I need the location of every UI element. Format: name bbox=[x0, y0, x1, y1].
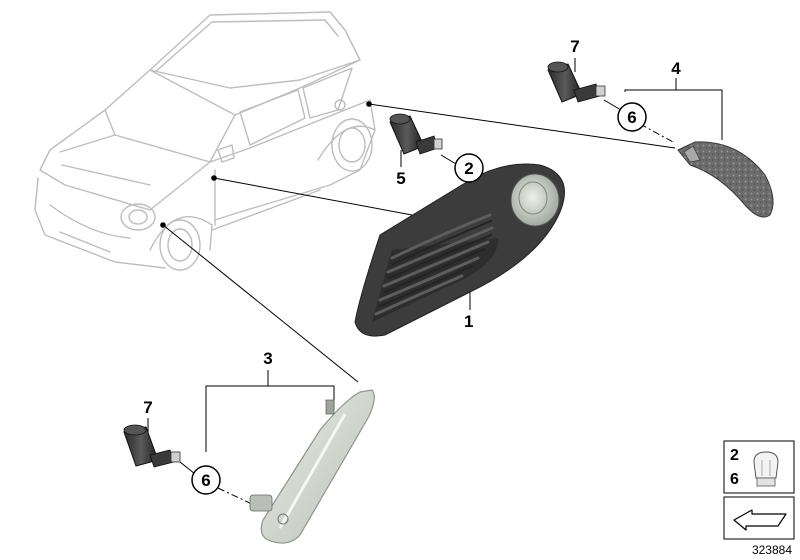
reference-number: 323884 bbox=[752, 543, 792, 557]
bulb-socket-bottom bbox=[123, 424, 181, 468]
wedge-bulb-icon bbox=[753, 451, 779, 487]
attach-dot-rear bbox=[366, 101, 372, 107]
callout-6-top: 6 bbox=[627, 108, 636, 127]
bulb-socket-top bbox=[547, 61, 606, 103]
attach-dot-side bbox=[211, 175, 217, 181]
side-indicator-housing bbox=[354, 163, 565, 337]
legend-label-a: 2 bbox=[730, 447, 739, 464]
callout-1: 1 bbox=[464, 312, 473, 331]
callout-7-top: 7 bbox=[570, 37, 579, 56]
leader-lines bbox=[147, 58, 723, 507]
callout-7-bottom: 7 bbox=[143, 398, 152, 417]
callout-2-circle bbox=[454, 153, 484, 183]
callouts: 1 2 3 4 5 6 6 7 7 bbox=[143, 37, 681, 495]
callout-4: 4 bbox=[671, 59, 681, 78]
direction-arrow-box bbox=[723, 496, 795, 540]
callout-6-bottom-circle bbox=[191, 465, 221, 495]
callout-6-bottom: 6 bbox=[201, 471, 210, 490]
rear-side-marker bbox=[677, 141, 774, 218]
bulb-legend-box: 2 6 bbox=[723, 440, 795, 494]
attach-dot-front bbox=[160, 222, 166, 228]
bulb-socket-middle bbox=[389, 113, 443, 155]
arrow-icon bbox=[733, 509, 787, 531]
car-outline-drawing bbox=[34, 11, 376, 271]
callout-2: 2 bbox=[464, 159, 473, 178]
front-side-marker bbox=[249, 389, 375, 544]
legend-label-b: 6 bbox=[730, 471, 739, 488]
callout-5: 5 bbox=[396, 169, 405, 188]
callout-6-top-circle bbox=[617, 102, 647, 132]
callout-3: 3 bbox=[263, 349, 272, 368]
